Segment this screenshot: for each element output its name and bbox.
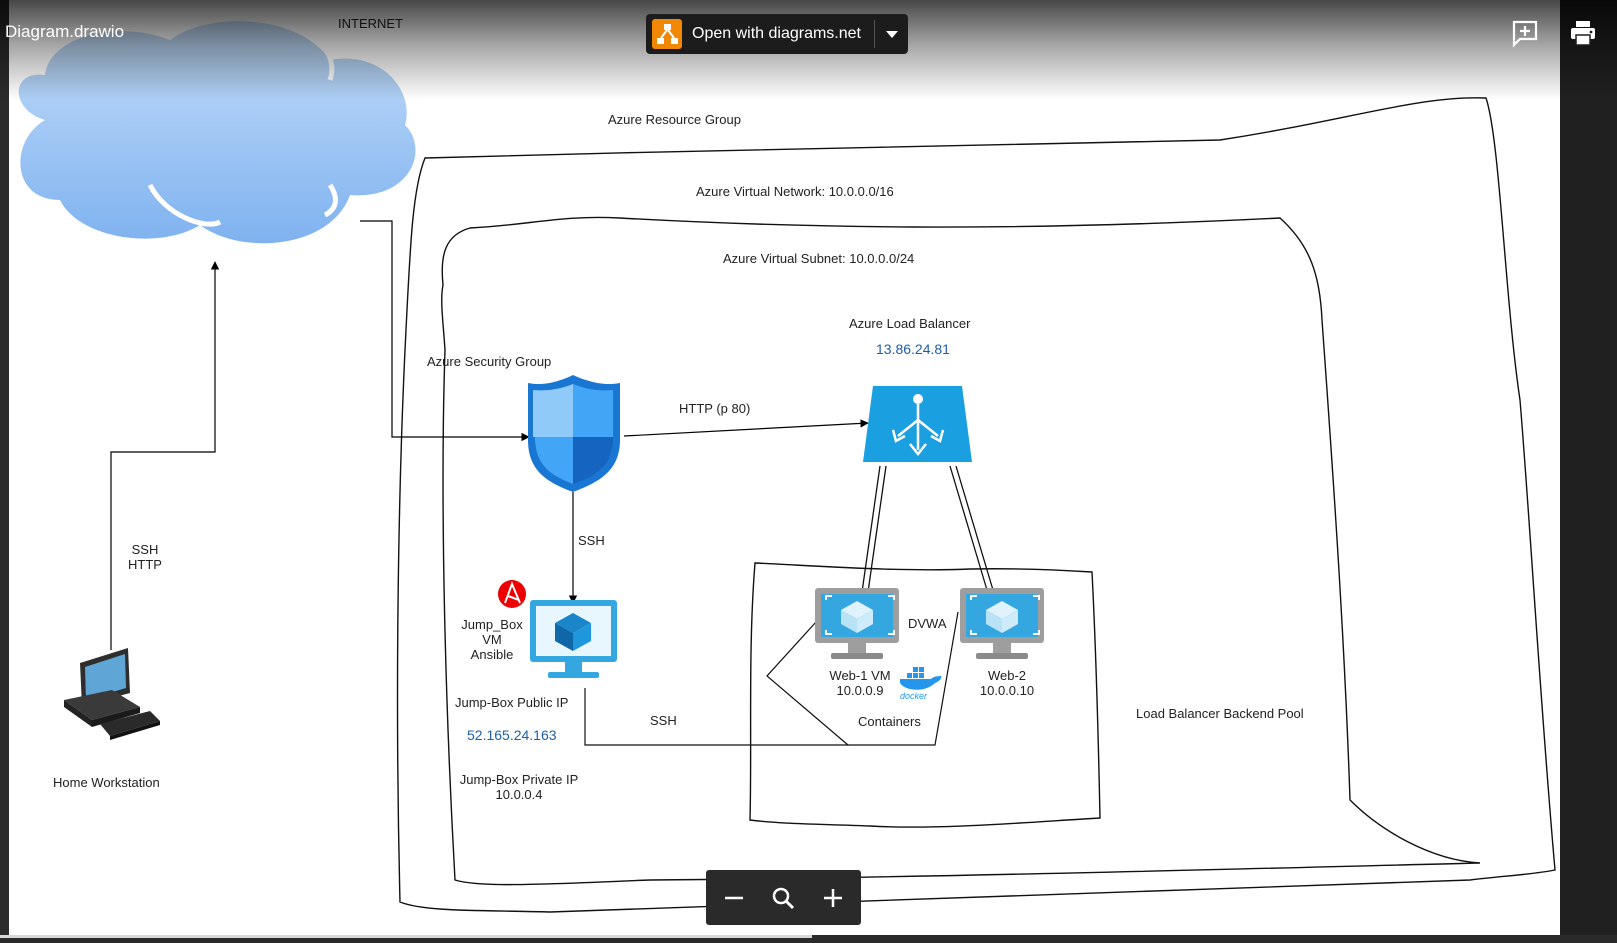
edge-lb-web2-b <box>955 465 994 591</box>
zoom-icon[interactable] <box>767 882 799 914</box>
backend-pool-boundary[interactable] <box>749 562 1101 828</box>
comment-add-icon[interactable] <box>1510 18 1540 48</box>
dvwa-label: DVWA <box>908 616 947 631</box>
jumpbox-line1: Jump_Box <box>461 617 523 632</box>
zoom-out-icon[interactable] <box>718 882 750 914</box>
load-balancer-icon[interactable] <box>863 386 972 462</box>
open-with-diagrams-button[interactable]: Open with diagrams.net <box>646 14 908 54</box>
web2-ip: 10.0.0.10 <box>979 683 1035 698</box>
web1-ip: 10.0.0.9 <box>836 683 884 698</box>
virtual-network-boundary[interactable] <box>441 216 1481 886</box>
open-with-label: Open with diagrams.net <box>692 25 861 42</box>
diagram-canvas: INTERNET Azure Resource Group Azure Virt… <box>9 0 1560 935</box>
drawio-logo-icon <box>652 19 682 49</box>
jumpbox-public-ip-label: Jump-Box Public IP <box>455 695 569 710</box>
docker-icon <box>900 667 942 690</box>
button-divider <box>874 20 875 48</box>
home-workstation-label: Home Workstation <box>53 775 160 790</box>
edge-jumpbox-containers[interactable] <box>584 611 959 746</box>
backend-pool-label: Load Balancer Backend Pool <box>1136 706 1304 721</box>
ssh-http-label: SSH HTTP <box>119 542 171 572</box>
virtual-network-label: Azure Virtual Network: 10.0.0.0/16 <box>696 184 894 199</box>
jumpbox-private-ip: 10.0.0.4 <box>495 787 543 802</box>
jumpbox-line2: VM <box>482 632 502 647</box>
web2-label: Web-2 10.0.0.10 <box>962 668 1052 698</box>
ssh-http-line1: SSH <box>131 542 159 557</box>
web1-monitor-vm-icon[interactable] <box>815 588 899 659</box>
diagram-svg <box>18 21 1556 913</box>
zoom-controls <box>706 870 861 925</box>
edge-lb-web1-b <box>867 465 887 593</box>
virtual-subnet-label: Azure Virtual Subnet: 10.0.0.0/24 <box>723 251 915 266</box>
load-balancer-label: Azure Load Balancer <box>849 316 971 331</box>
containers-label: Containers <box>858 714 921 729</box>
jumpbox-label: Jump_Box VM Ansible <box>447 617 537 662</box>
web1-name: Web-1 VM <box>829 668 891 683</box>
web1-label: Web-1 VM 10.0.0.9 <box>815 668 905 698</box>
jumpbox-public-ip: 52.165.24.163 <box>467 727 557 743</box>
jumpbox-line3: Ansible <box>470 647 514 662</box>
internet-label: INTERNET <box>338 16 403 31</box>
edge-internet-security[interactable] <box>360 220 530 442</box>
edge-jumpbox-web1 <box>766 621 849 746</box>
print-icon[interactable] <box>1568 18 1598 48</box>
ssh-http-line2: HTTP <box>128 557 162 572</box>
bottom-edge <box>0 935 1617 943</box>
web2-name: Web-2 <box>987 668 1027 683</box>
ssh-bottom-label: SSH <box>650 713 677 728</box>
docker-label: docker <box>900 691 928 701</box>
scroll-track <box>0 935 812 938</box>
edge-lb-web2-a <box>949 465 988 591</box>
cloud-icon[interactable] <box>18 21 416 244</box>
load-balancer-ip: 13.86.24.81 <box>876 341 950 357</box>
vm-icon[interactable] <box>530 600 617 678</box>
right-side-panel <box>1560 0 1617 943</box>
jumpbox-private-ip-block: Jump-Box Private IP 10.0.0.4 <box>439 772 599 802</box>
security-group-label: Azure Security Group <box>427 354 552 369</box>
chevron-down-icon[interactable] <box>886 31 898 38</box>
resource-group-boundary[interactable] <box>396 97 1556 913</box>
shield-icon[interactable] <box>528 375 620 492</box>
ssh-edge-label: SSH <box>578 533 605 548</box>
workstation-icon[interactable] <box>64 648 160 740</box>
left-edge <box>0 0 9 943</box>
edge-workstation-internet[interactable] <box>110 261 220 650</box>
resource-group-label: Azure Resource Group <box>608 112 741 127</box>
edge-lb-web1-a <box>861 465 881 593</box>
zoom-in-icon[interactable] <box>817 882 849 914</box>
http-edge-label: HTTP (p 80) <box>679 401 751 416</box>
web2-monitor-vm-icon[interactable] <box>960 588 1044 659</box>
edge-security-lb[interactable] <box>623 419 869 437</box>
file-title: Diagram.drawio <box>5 22 125 41</box>
ansible-icon <box>498 580 526 608</box>
jumpbox-private-ip-label: Jump-Box Private IP <box>459 772 579 787</box>
